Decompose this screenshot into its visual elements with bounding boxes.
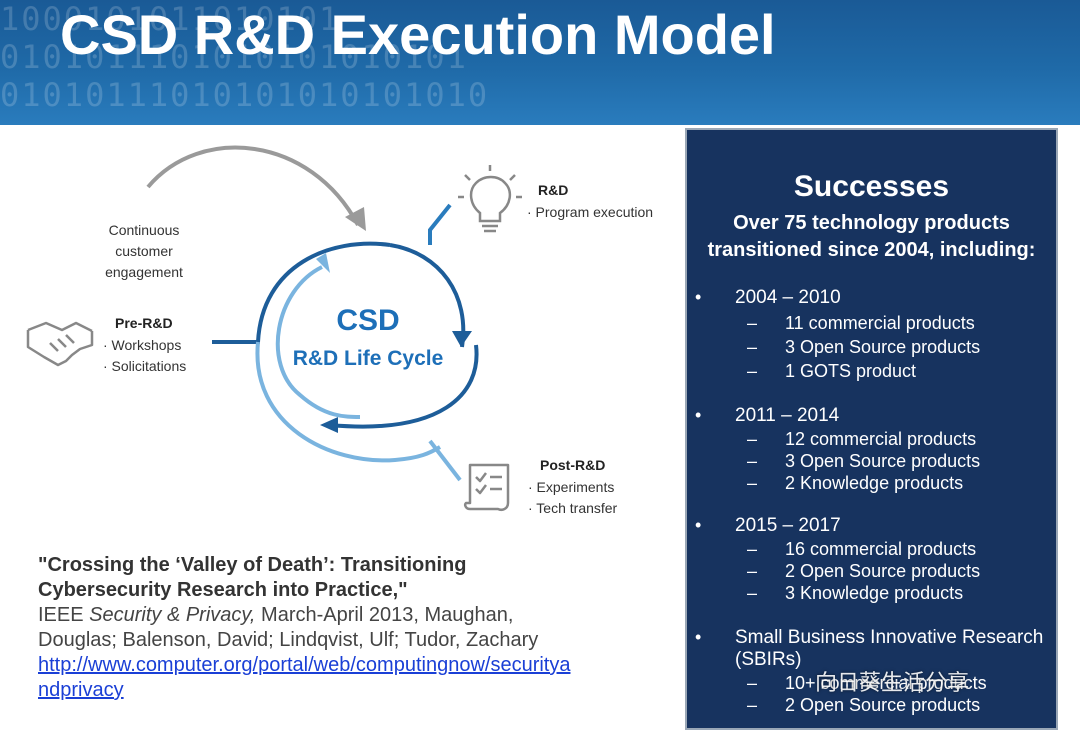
dark-arrowhead-icon xyxy=(452,331,472,347)
dash-icon: – xyxy=(747,561,758,581)
citation-link-line-2[interactable]: ndprivacy xyxy=(38,679,124,701)
group-item-text: 3 Open Source products xyxy=(785,337,981,357)
document-checklist-icon xyxy=(463,463,510,511)
journal-name: Security & Privacy, xyxy=(89,604,256,626)
bullet-icon: • xyxy=(695,405,702,425)
group-item: – 2 Knowledge products xyxy=(747,473,963,494)
binary-background-pattern: 1000101011010101 0101011101010101010101 … xyxy=(0,0,490,114)
group-item: – 2 Open Source products xyxy=(747,561,980,582)
continuous-label-3: engagement xyxy=(105,264,183,280)
citation-date-authors: March-April 2013, Maughan, xyxy=(255,604,514,626)
watermark-text: 向日葵生活分享 xyxy=(815,671,970,696)
group-item-text: 11 commercial products xyxy=(785,313,975,333)
citation-link[interactable]: http://www.computer.org/portal/web/compu… xyxy=(38,653,638,703)
group-item-text: 2 Open Source products xyxy=(785,561,981,581)
continuous-label-1: Continuous xyxy=(109,222,180,238)
dash-icon: – xyxy=(747,583,758,603)
group-label: 2015 – 2017 xyxy=(735,515,841,536)
dash-icon: – xyxy=(747,361,758,381)
inner-light-arc xyxy=(275,265,361,419)
lightbulb-icon xyxy=(458,165,522,233)
title-banner: 1000101011010101 0101011101010101010101 … xyxy=(0,0,1080,125)
group-item-text: 1 GOTS product xyxy=(785,361,917,381)
dash-icon: – xyxy=(747,695,758,715)
rd-item-1: · Program execution xyxy=(527,204,653,220)
group-label: Small Business Innovative Research (SBIR… xyxy=(735,627,1044,670)
bullet-icon: • xyxy=(695,287,702,307)
post-rd-title: Post-R&D xyxy=(540,457,605,473)
group-label: 2011 – 2014 xyxy=(735,405,840,426)
center-subtitle: R&D Life Cycle xyxy=(293,347,444,370)
pre-rd-connector-line xyxy=(212,241,391,344)
group-item: – 12 commercial products xyxy=(747,429,976,450)
page-title: CSD R&D Execution Model xyxy=(60,3,776,66)
post-rd-return-arc xyxy=(329,344,479,429)
group-item: – 1 GOTS product xyxy=(747,361,916,382)
group-label: 2004 – 2010 xyxy=(735,287,841,308)
group-item-text: 3 Knowledge products xyxy=(785,583,964,603)
group-item: – 16 commercial products xyxy=(747,539,976,560)
pre-rd-item-2: · Solicitations xyxy=(103,358,186,374)
outer-light-arc xyxy=(255,341,442,463)
dash-icon: – xyxy=(747,337,758,357)
rd-life-cycle-diagram: CSD R&D Life Cycle Continuous customer e… xyxy=(26,145,653,516)
handshake-icon xyxy=(26,321,94,367)
group-item-text: 2 Knowledge products xyxy=(785,473,964,493)
bullet-icon: • xyxy=(695,515,702,535)
group-item: – 3 Knowledge products xyxy=(747,583,963,604)
dash-icon: – xyxy=(747,451,758,471)
dash-icon: – xyxy=(747,673,758,693)
citation-title-line-1: "Crossing the ‘Valley of Death’: Transit… xyxy=(38,554,467,576)
dash-icon: – xyxy=(747,429,758,449)
post-rd-connector-line xyxy=(428,439,462,482)
group-item: – 3 Open Source products xyxy=(747,451,980,472)
post-rd-item-2: · Tech transfer xyxy=(528,500,618,516)
group-item-text: 12 commercial products xyxy=(785,429,977,449)
journal-prefix: IEEE xyxy=(38,604,90,626)
return-arrowhead-icon xyxy=(320,417,338,433)
citation-title-line-2: Cybersecurity Research into Practice," xyxy=(38,579,408,601)
dash-icon: – xyxy=(747,539,758,559)
group-item-text: 16 commercial products xyxy=(785,539,977,559)
successes-subheading-line-1: Over 75 technology products xyxy=(733,212,1010,234)
citation-details-line-2: Douglas; Balenson, David; Lindqvist, Ulf… xyxy=(38,629,539,651)
group-item: – 3 Open Source products xyxy=(747,337,980,358)
rd-title: R&D xyxy=(538,182,568,198)
post-rd-item-1: · Experiments xyxy=(528,479,614,495)
successes-subheading-line-2: transitioned since 2004, including: xyxy=(707,239,1036,261)
pre-rd-title: Pre-R&D xyxy=(115,315,173,331)
gray-arrowhead-icon xyxy=(345,207,366,231)
citation-block: "Crossing the ‘Valley of Death’: Transit… xyxy=(38,553,638,703)
successes-panel: Successes Over 75 technology products tr… xyxy=(685,128,1058,730)
citation-link-line-1[interactable]: http://www.computer.org/portal/web/compu… xyxy=(38,654,571,676)
pre-rd-item-1: · Workshops xyxy=(103,337,181,353)
group-item-text: 2 Open Source products xyxy=(785,695,981,715)
rd-outer-arc xyxy=(389,243,466,348)
rd-connector-line xyxy=(428,203,452,245)
dash-icon: – xyxy=(747,473,758,493)
bullet-icon: • xyxy=(695,627,702,647)
group-item: – 10+ commercial products xyxy=(747,673,987,694)
group-item: – 2 Open Source products xyxy=(747,695,980,716)
continuous-engagement-arrow xyxy=(146,145,360,226)
citation-details-line-1: IEEE Security & Privacy, March-April 201… xyxy=(38,603,638,628)
group-item-text: 3 Open Source products xyxy=(785,451,981,471)
dash-icon: – xyxy=(747,313,758,333)
continuous-label-2: customer xyxy=(115,243,173,259)
center-title: CSD xyxy=(336,304,399,337)
group-item-text: 10+ commercial products xyxy=(785,673,987,693)
group-item: – 11 commercial products xyxy=(747,313,975,334)
successes-heading: Successes xyxy=(793,170,950,203)
light-arrowhead-icon xyxy=(316,253,330,273)
successes-subheading: Over 75 technology products transitioned… xyxy=(687,210,1056,264)
